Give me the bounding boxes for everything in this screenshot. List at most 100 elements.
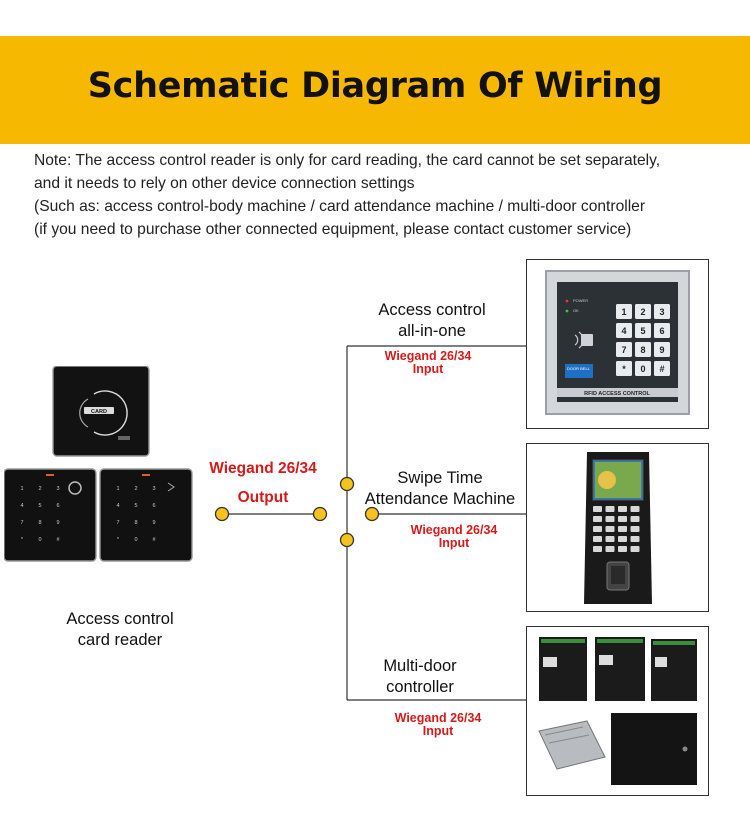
access-key (635, 304, 651, 319)
device-2-image-box (526, 443, 709, 612)
wiegand-output-label: Wiegand 26/34 Output (188, 454, 338, 512)
reader-key: 9 (56, 520, 59, 526)
attendance-key (618, 526, 627, 532)
attendance-key (630, 516, 640, 522)
reader-key: 6 (152, 503, 155, 509)
device-2-name-line2: Attendance Machine (364, 490, 516, 508)
node-output-right (312, 506, 328, 522)
access-key-label: 9 (659, 345, 664, 355)
access-key-label: 1 (621, 307, 626, 317)
reader-key: * (117, 537, 120, 543)
device-label-attendance: Swipe Time Attendance Machine (350, 468, 530, 510)
reader-key: 7 (20, 520, 23, 526)
note-line: (if you need to purchase other connected… (34, 221, 632, 238)
attendance-key (630, 526, 640, 532)
card-icon-text: CARD (91, 409, 107, 415)
device-2-wiegand-input: Wiegand 26/34 Input (404, 524, 504, 550)
access-key (616, 323, 632, 338)
attendance-key (630, 506, 640, 512)
device-3-io: Input (422, 724, 454, 738)
access-key (635, 361, 651, 376)
card-reader-label: Access control card reader (40, 609, 200, 651)
attendance-key (593, 546, 602, 552)
device-3-image-box (526, 626, 709, 796)
attendance-key (593, 506, 602, 512)
reader-key: 3 (56, 486, 59, 492)
doorbell-button (565, 364, 593, 378)
reader-key: 8 (38, 520, 41, 526)
attendance-key (593, 536, 602, 542)
reader-key: 3 (152, 486, 155, 492)
attendance-key (618, 546, 627, 552)
reader-key: 5 (38, 503, 41, 509)
note-text: Note: The access control reader is only … (34, 149, 734, 241)
power-indicator-text: POWER (573, 298, 588, 303)
attendance-key (630, 536, 640, 542)
device-label-multidoor: Multi-door controller (355, 656, 485, 698)
title-banner (0, 36, 750, 144)
access-key-label: * (622, 364, 626, 374)
wiegand-output-line1: Wiegand 26/34 (209, 460, 317, 477)
access-key (635, 323, 651, 338)
reader-key: * (21, 537, 24, 543)
reader-key: 1 (116, 486, 119, 492)
attendance-key (593, 516, 602, 522)
note-line: (Such as: access control-body machine / … (34, 198, 646, 215)
attendance-key (618, 536, 627, 542)
access-key-label: 5 (640, 326, 645, 336)
reader-key: 7 (116, 520, 119, 526)
attendance-key (605, 526, 615, 532)
access-key (616, 304, 632, 319)
rfid-wave-icon (93, 390, 128, 436)
access-key-label: 6 (659, 326, 664, 336)
keypad-reader-2-body (99, 468, 193, 562)
note-line: and it needs to rely on other device con… (34, 175, 415, 192)
access-key-label: 4 (621, 326, 626, 336)
reader-key: 9 (152, 520, 155, 526)
controller-boards (539, 637, 697, 701)
access-key (654, 342, 670, 357)
card-reader-label-line1: Access control (66, 610, 174, 628)
access-key-label: 0 (640, 364, 645, 374)
attendance-key (605, 516, 615, 522)
reader-key: 1 (20, 486, 23, 492)
attendance-key (618, 506, 627, 512)
page-title: Schematic Diagram Of Wiring (87, 66, 663, 106)
attendance-key (605, 536, 615, 542)
attendance-key (605, 506, 615, 512)
reader-key: 6 (56, 503, 59, 509)
reader-key: 4 (20, 503, 23, 509)
reader-key: 0 (38, 537, 41, 543)
attendance-key (618, 516, 627, 522)
device-2-io: Input (438, 536, 470, 550)
device-1-io: Input (412, 362, 444, 376)
access-key-label: 2 (640, 307, 645, 317)
power-supply-unit (538, 720, 606, 770)
card-reader-label-line2: card reader (77, 631, 163, 649)
access-key (654, 304, 670, 319)
device-2-wiegand: Wiegand 26/34 (410, 523, 498, 537)
note-line: Note: The access control reader is only … (34, 152, 661, 169)
device-2-name-line1: Swipe Time (397, 469, 483, 487)
rfid-panel-caption: RFID ACCESS CONTROL (584, 391, 650, 397)
access-key (654, 361, 670, 376)
attendance-key (593, 526, 602, 532)
node-junction-top (339, 476, 355, 492)
keypad-reader-1-body (3, 468, 97, 562)
reader-key: # (152, 537, 156, 543)
access-key (616, 342, 632, 357)
attendance-key (605, 546, 615, 552)
reader-key: 2 (38, 486, 41, 492)
node-junction-mid (364, 506, 380, 522)
access-key-label: 8 (640, 345, 645, 355)
device-1-name-line1: Access control (378, 301, 486, 319)
access-key (654, 323, 670, 338)
svg-text:DOOR BELL: DOOR BELL (567, 366, 591, 371)
reader-key: 0 (134, 537, 137, 543)
access-key (635, 342, 651, 357)
reader-key: 5 (134, 503, 137, 509)
device-label-access-control: Access control all-in-one (352, 300, 512, 342)
device-3-name-line2: controller (386, 678, 454, 696)
